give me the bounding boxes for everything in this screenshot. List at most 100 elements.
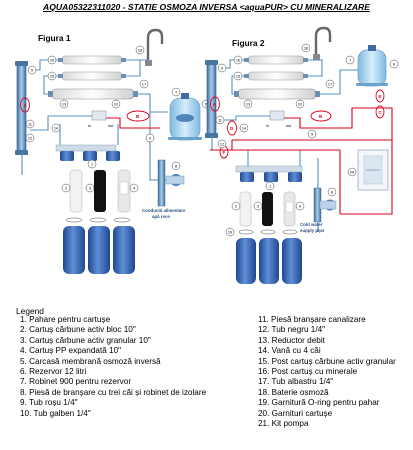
- legend-item: 1. Pahare pentru cartușe: [20, 315, 111, 324]
- callout-17-fig2: 17: [328, 82, 332, 86]
- marker-b-label: B: [136, 114, 139, 119]
- legend-item: 13. Reductor debit: [258, 335, 325, 345]
- cartridges-fig1: [69, 169, 131, 213]
- callouts-fig2: 5 16 15 18 17 7 6 13 10 11 14 9 12 20 8 …: [215, 43, 399, 237]
- callout-1-fig2: 1: [269, 184, 271, 188]
- cold-water-inlet-fig2: Cold water supply pipe: [300, 187, 337, 233]
- callout-8-fig2: 8: [331, 190, 333, 194]
- callout-16-fig2: 16: [236, 58, 240, 62]
- legend-item: 17. Tub albastru 1/4": [258, 377, 334, 387]
- callout-4-fig2: 4: [299, 204, 301, 208]
- callout-20-fig2: 20: [350, 170, 354, 174]
- callout-8-fig1: 8: [175, 164, 177, 168]
- callout-17-fig1: 17: [142, 82, 146, 86]
- legend-item: 14. Vană cu 4 căi: [258, 346, 321, 356]
- legend-item: 10. Tub galben 1/4": [20, 408, 91, 418]
- cartridges-fig2: [239, 191, 296, 227]
- callout-18-fig2: 18: [304, 46, 308, 50]
- callout-16-fig1: 16: [50, 58, 54, 62]
- callout-14-fig2: 14: [242, 126, 246, 130]
- legend-item: 8. Piesă de branșare cu trei căi și robi…: [20, 387, 207, 397]
- filter-housings-fig1: [55, 144, 120, 161]
- marker-e-fig2: E: [379, 94, 382, 99]
- callout-3-fig1: 3: [89, 186, 91, 190]
- cold-water-inlet-fig1: Conductă alimentare apă rece: [142, 159, 186, 219]
- marker-c-fig2: C: [379, 110, 383, 115]
- page-title: AQUA05322311020 - STATIE OSMOZA INVERSA …: [43, 2, 370, 12]
- storage-tank-fig1: [168, 93, 202, 141]
- callout-5-fig1: 5: [31, 68, 33, 72]
- o-rings-fig1: [65, 217, 131, 223]
- filter-housings-fig2: [235, 165, 303, 182]
- callout-5-fig2: 5: [221, 66, 223, 70]
- callout-13-fig1: 13: [62, 102, 66, 106]
- callout-10-fig1: 10: [114, 102, 118, 106]
- legend: Legend 1. Pahare pentru cartușe 2. Cartu…: [0, 306, 413, 450]
- filter-bowls-fig1: [63, 226, 135, 274]
- callout-14-fig1: 14: [54, 126, 58, 130]
- callout-19-fig2: 19: [228, 230, 232, 234]
- membrane-housing-horizontal-fig2: [234, 88, 320, 100]
- callout-9-fig1: 9: [149, 136, 151, 140]
- figure-2-label: Figura 2: [232, 38, 265, 48]
- out-label-fig1: out: [108, 124, 114, 128]
- legend-item: 20. Garnituri cartușe: [258, 408, 333, 418]
- legend-column-left: 1. Pahare pentru cartușe 2. Cartuș cărbu…: [20, 315, 252, 419]
- callout-15-fig1: 15: [50, 74, 54, 78]
- inlet-caption-fig1-line1: Conductă alimentare: [142, 208, 186, 213]
- callout-2-fig2: 2: [235, 204, 237, 208]
- legend-item: 6. Rezervor 12 litri: [20, 367, 87, 377]
- storage-tank-fig2: [356, 45, 388, 87]
- callout-11-fig1: 11: [28, 122, 32, 126]
- callout-12-fig2: 12: [220, 142, 224, 146]
- legend-item: 5. Carcasă membrană osmoză inversă: [20, 356, 161, 366]
- ro-faucet: [145, 28, 164, 66]
- legend-title: Legend: [16, 306, 44, 316]
- figure-2: Figura 2: [205, 26, 399, 284]
- callout-7-fig1: 7: [175, 90, 177, 94]
- callout-7-fig2: 7: [349, 58, 351, 62]
- legend-item: 19. Garnitură O-ring pentru pahar: [258, 398, 380, 408]
- legend-item: 11. Piesă branșare canalizare: [258, 315, 366, 324]
- callout-13-fig2: 13: [246, 102, 250, 106]
- four-way-valve-fig1: in out: [88, 110, 114, 128]
- inlet-caption-fig2-line2: supply pipe: [300, 228, 325, 233]
- legend-item: 9. Tub roșu 1/4": [20, 398, 78, 408]
- marker-a-fig2: A: [213, 102, 217, 107]
- legend-item: 12. Tub negru 1/4": [258, 325, 326, 335]
- red-tubing-fig2: [210, 107, 393, 215]
- flow-marker-a-fig1: A: [20, 97, 30, 113]
- callout-12-fig1: 12: [28, 136, 32, 140]
- callout-3-fig2: 3: [257, 204, 259, 208]
- legend-column-right: 11. Piesă branșare canalizare 12. Tub ne…: [258, 315, 410, 429]
- marker-b-fig2: B: [319, 114, 322, 119]
- callouts-fig1: 5 16 15 18 17 13 10 7 6 11 12 14 9 8 1 2…: [25, 45, 211, 193]
- legend-item: 18. Baterie osmoză: [258, 387, 329, 397]
- post-filter-row-1: [58, 55, 126, 65]
- inlet-caption-fig1-line2: apă rece: [152, 214, 170, 219]
- callout-6-fig1: 6: [205, 102, 207, 106]
- legend-item: 15. Post cartuș cărbune activ granular: [258, 356, 396, 366]
- red-tubing: [98, 117, 160, 129]
- marker-a-label: A: [24, 103, 28, 108]
- post-filter-row-2: [58, 71, 126, 81]
- pump-kit-fig2: [357, 149, 389, 191]
- ro-faucet-fig2: [313, 26, 332, 60]
- legend-item: 4. Cartuș PP expandată 10": [20, 346, 122, 356]
- o-rings-fig2: [238, 229, 298, 235]
- in-label-fig1: in: [88, 124, 91, 128]
- membrane-housing-vertical: [15, 61, 28, 155]
- callout-18-fig1: 18: [138, 48, 142, 52]
- legend-item: 21. Kit pompa: [258, 419, 309, 429]
- flow-markers-fig2: A B C D E F: [210, 89, 385, 159]
- callout-6-fig2: 6: [393, 62, 395, 66]
- figure-1: Figura 1: [15, 28, 211, 274]
- figure-1-label: Figura 1: [38, 33, 71, 43]
- out-label-fig2: out: [286, 124, 292, 128]
- filter-bowls-fig2: [236, 238, 302, 284]
- callout-2-fig1: 2: [65, 186, 67, 190]
- callout-15-fig2: 15: [236, 74, 240, 78]
- legend-item: 3. Cartuș cărbune activ granular 10": [20, 335, 151, 345]
- inlet-caption-fig2-line1: Cold water: [300, 222, 323, 227]
- membrane-housing-horizontal: [48, 88, 138, 100]
